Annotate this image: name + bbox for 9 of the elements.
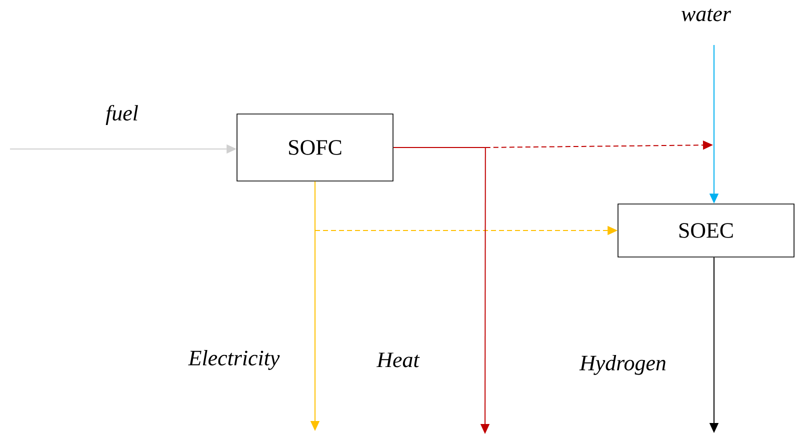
process-box: SOFC bbox=[236, 114, 394, 182]
line bbox=[314, 180, 316, 230]
edge-label: Heat bbox=[376, 352, 420, 368]
edge-label: fuel bbox=[106, 104, 138, 126]
line bbox=[392, 147, 486, 148]
edge-label: water bbox=[682, 8, 732, 22]
edge-label: Hydrogen bbox=[579, 355, 666, 375]
edge-label: Electricity bbox=[188, 350, 280, 370]
process-box: SOEC bbox=[618, 204, 794, 258]
